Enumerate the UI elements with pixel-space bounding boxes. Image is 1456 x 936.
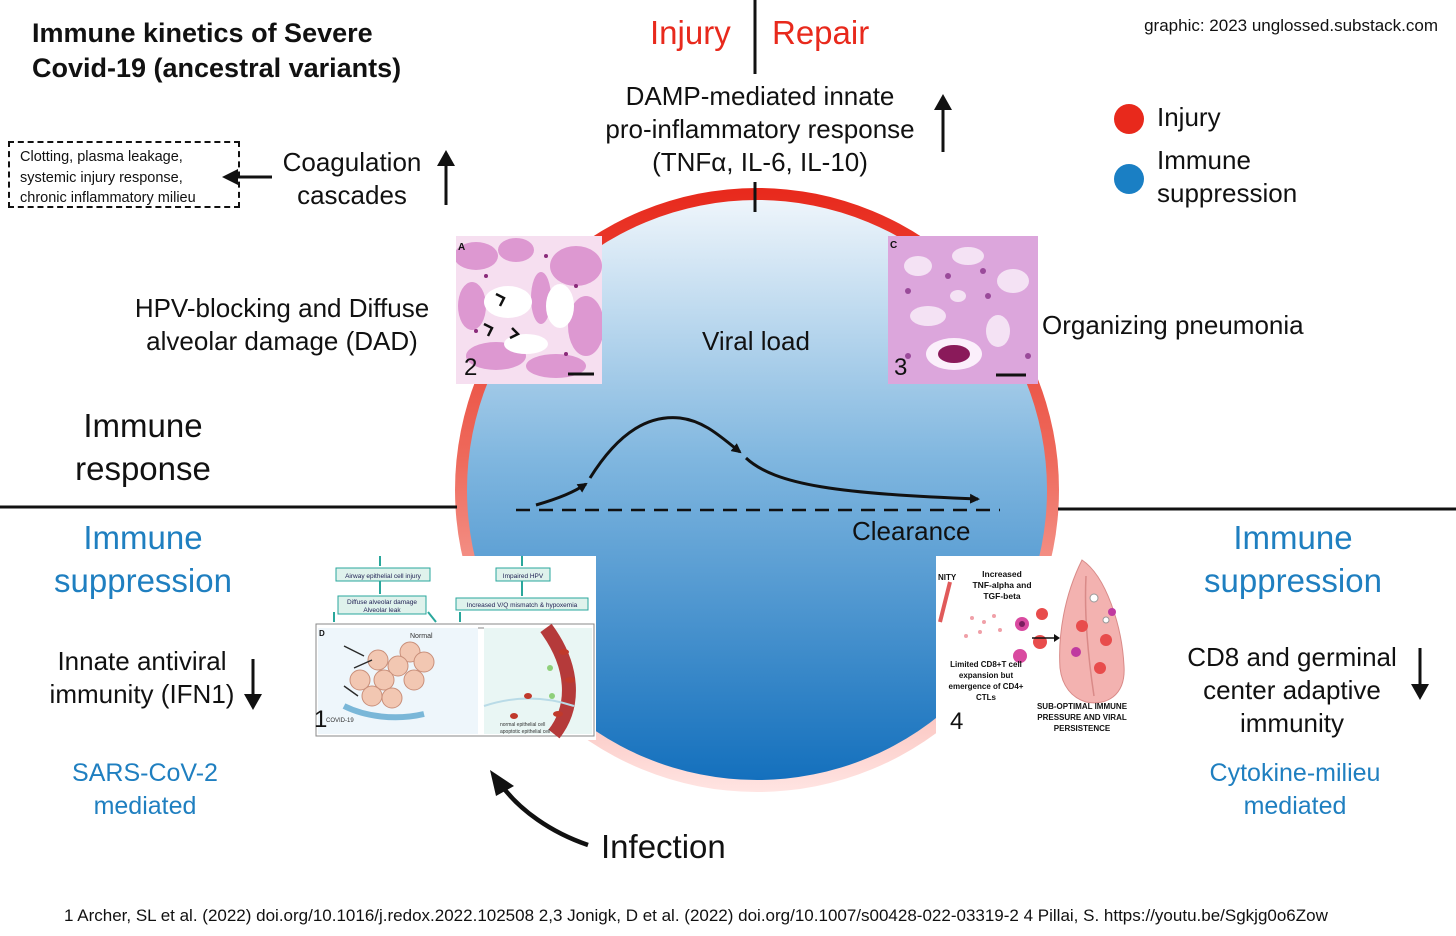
panel4-tnf-line2: TNF-alpha and <box>972 580 1031 590</box>
legend-suppression-label: Immune suppression <box>1157 145 1298 208</box>
right-immune-suppression-label: Immune suppression <box>1204 519 1382 599</box>
legend-injury-label: Injury <box>1157 102 1221 132</box>
panel4-tnf-line3: TGF-beta <box>983 591 1021 601</box>
injury-label: Injury <box>650 14 731 51</box>
panel4-nity: NITY <box>938 573 957 582</box>
panel-number-3: 3 <box>894 354 908 381</box>
panel4-sub-line1: SUB-OPTIMAL IMMUNE <box>1037 702 1128 711</box>
panel1-covid: COVID-19 <box>326 718 354 724</box>
repair-label: Repair <box>772 14 870 51</box>
panel-3-histology: C 3 <box>888 236 1038 384</box>
legend-suppression-dot <box>1114 164 1144 194</box>
infection-arrow-icon <box>490 770 589 848</box>
credit-text: graphic: 2023 unglossed.substack.com <box>1144 16 1438 35</box>
footnote-references: 1 Archer, SL et al. (2022) doi.org/10.10… <box>64 906 1328 925</box>
panel-number-4: 4 <box>950 708 964 735</box>
panel4-sub-line3: PERSISTENCE <box>1054 724 1111 733</box>
panel4-cd8-line3: emergence of CD4+ <box>949 682 1024 691</box>
panel1-box3-line2: Alveolar leak <box>363 607 401 614</box>
panel1-box1: Airway epithelial cell injury <box>345 573 422 580</box>
viral-load-curve-rise <box>535 482 588 507</box>
immune-response-label: Immune response <box>75 407 211 487</box>
down-arrow-icon <box>1411 648 1429 700</box>
up-arrow-icon <box>934 94 952 152</box>
panel1-legend1: normal epithelial cell <box>500 722 545 728</box>
pathway-illustration: Airway epithelial cell injury Impaired H… <box>314 556 596 740</box>
clearance-label: Clearance <box>852 516 971 546</box>
left-immune-suppression-label: Immune suppression <box>54 519 232 599</box>
panel4-cd8-line1: Limited CD8+T cell <box>950 660 1022 669</box>
panel1-legend2: apoptotic epithelial cell <box>500 729 550 735</box>
panel4-sub-line2: PRESSURE AND VIRAL <box>1037 713 1127 722</box>
page-title: Immune kinetics of Severe Covid-19 (ance… <box>32 18 402 83</box>
panel-letter-c: C <box>890 240 897 251</box>
up-arrow-icon <box>437 150 455 205</box>
panel4-cd8-line2: expansion but <box>959 671 1014 680</box>
down-arrow-icon <box>244 659 262 710</box>
damp-response-text: DAMP-mediated innate pro-inflammatory re… <box>605 81 915 177</box>
cd8-immunity-text: CD8 and germinal center adaptive immunit… <box>1187 642 1397 738</box>
panel4-tnf-line1: Increased <box>982 569 1022 579</box>
panel-4-lung: NITY Increased TNF-alpha and TGF-beta Li… <box>936 556 1142 740</box>
sars-mediated-text: SARS-CoV-2 mediated <box>72 759 218 820</box>
lung-illustration: NITY Increased TNF-alpha and TGF-beta Li… <box>936 556 1142 740</box>
cytokine-mediated-text: Cytokine-milieu mediated <box>1209 759 1381 820</box>
panel-letter-d: D <box>319 629 325 638</box>
viral-load-label: Viral load <box>702 326 810 356</box>
panel-1-pathway: Airway epithelial cell injury Impaired H… <box>314 556 596 740</box>
panel4-cd8-line4: CTLs <box>976 693 997 702</box>
viral-load-curve-decline <box>744 456 980 504</box>
coagulation-text: Coagulation cascades <box>282 147 422 210</box>
systemic-effects-box: Clotting, plasma leakage, systemic injur… <box>8 141 240 208</box>
panel1-box2: Impaired HPV <box>503 573 544 580</box>
dad-histology-image: A <box>454 236 604 384</box>
organizing-pneumonia-image: C <box>888 236 1038 384</box>
panel-2-histology: A 2 <box>454 236 604 384</box>
panel-number-2: 2 <box>464 354 478 381</box>
panel-number-1: 1 <box>314 706 328 733</box>
infection-label: Infection <box>601 828 726 865</box>
viral-load-curve-peak <box>588 416 742 479</box>
organizing-pneumonia-text: Organizing pneumonia <box>1042 310 1304 340</box>
left-arrow-icon <box>222 169 272 185</box>
panel1-box4: Increased V/Q mismatch & hypoxemia <box>467 602 578 609</box>
hpv-dad-text: HPV-blocking and Diffuse alveolar damage… <box>134 293 430 356</box>
innate-antiviral-text: Innate antiviral immunity (IFN1) <box>49 646 235 709</box>
panel1-box3-line1: Diffuse alveolar damage <box>347 599 417 606</box>
panel1-normal: Normal <box>410 633 433 640</box>
panel-letter-a: A <box>458 242 465 253</box>
legend-injury-dot <box>1114 104 1144 134</box>
